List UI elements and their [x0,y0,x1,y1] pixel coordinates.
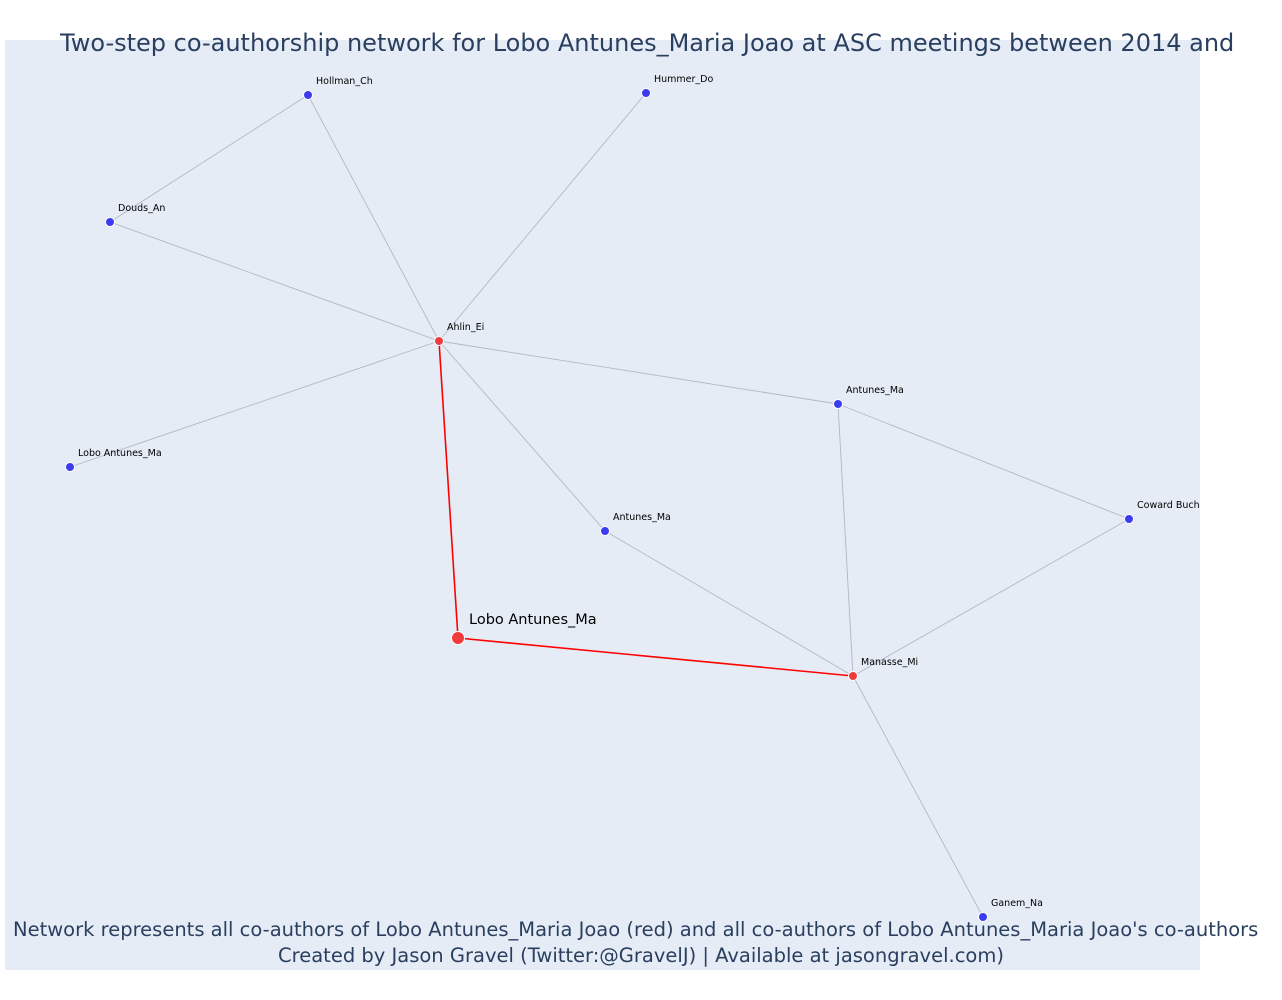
node-label: Hummer_Do [654,74,713,85]
network-edge [438,340,606,532]
network-node[interactable]: Hollman_Ch [303,76,373,100]
node-label: Lobo Antunes_Ma [469,612,597,628]
network-edge [604,530,854,677]
node-marker[interactable] [641,88,651,98]
network-edge [307,94,440,342]
plot-area [5,40,1200,970]
network-node[interactable]: Ahlin_Ei [434,322,485,346]
node-label: Douds_An [118,203,165,214]
network-edge [109,221,440,342]
node-label: Lobo Antunes_Ma [78,448,162,459]
chart-caption: Network represents all co-authors of Lob… [0,917,1258,972]
node-label: Coward Buch [1137,500,1200,511]
node-label: Manasse_Mi [861,657,918,668]
node-marker[interactable] [303,90,313,100]
network-edge [438,340,839,405]
network-edge [438,340,459,639]
chart-title: Two-step co-authorship network for Lobo … [60,29,1235,57]
node-label: Antunes_Ma [846,385,904,396]
node-marker[interactable] [848,671,858,681]
caption-description: Network represents all co-authors of Lob… [13,918,1259,941]
network-node[interactable]: Antunes_Ma [833,385,904,409]
network-edge [438,92,647,342]
focal-node-marker[interactable] [451,631,465,645]
network-node[interactable]: Douds_An [105,203,166,227]
node-label: Ganem_Na [991,898,1043,909]
network-node[interactable]: Lobo Antunes_Ma [451,612,597,645]
network-edge [69,340,440,468]
network-node[interactable]: Manasse_Mi [848,657,919,681]
network-node[interactable]: Ganem_Na [978,898,1043,922]
network-edge [852,518,1130,677]
network-node[interactable]: Antunes_Ma [600,512,671,536]
network-node[interactable]: Coward Buch [1124,500,1200,524]
node-marker[interactable] [978,912,988,922]
node-marker[interactable] [105,217,115,227]
network-edge [837,403,854,677]
node-label: Hollman_Ch [316,76,373,87]
network-node[interactable]: Hummer_Do [641,74,714,98]
node-marker[interactable] [600,526,610,536]
node-marker[interactable] [65,462,75,472]
network-node[interactable]: Lobo Antunes_Ma [65,448,162,472]
network-edge [852,675,984,918]
network-edge [457,637,854,677]
edge-layer [69,92,1130,918]
node-marker[interactable] [833,399,843,409]
network-edge [837,403,1130,520]
network-edge [109,94,309,223]
node-label: Antunes_Ma [613,512,671,523]
node-marker[interactable] [434,336,444,346]
caption-credit: Created by Jason Gravel (Twitter:@Gravel… [278,944,1004,967]
node-marker[interactable] [1124,514,1134,524]
node-label: Ahlin_Ei [447,322,484,333]
